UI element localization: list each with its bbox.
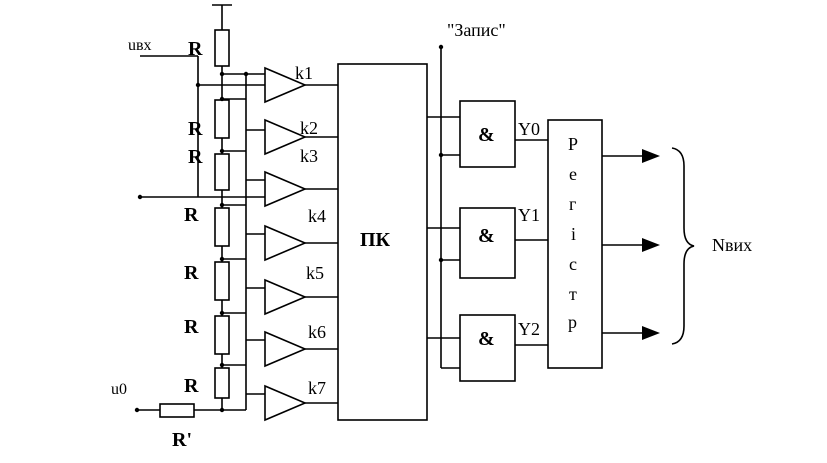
register-letter-7: р — [568, 312, 577, 332]
input-uin: uвх — [128, 37, 265, 200]
register-letter-4: і — [571, 224, 576, 244]
resistor-ladder: R R R R R R R — [184, 29, 230, 410]
arrow-1 — [642, 149, 660, 163]
comparator-label-k3: k3 — [300, 146, 318, 166]
resistor-label-6: R — [184, 316, 199, 338]
and-gate-label-1: & — [478, 124, 495, 146]
comparator-label-k5: k5 — [306, 263, 324, 283]
comparator-label-k4: k4 — [308, 206, 326, 226]
input-u0-label: u0 — [111, 381, 127, 398]
resistor-6 — [214, 315, 230, 355]
register-letter-1: Р — [568, 134, 578, 154]
comparator-k7: k7 — [246, 378, 338, 422]
y-output-label-1: Y1 — [518, 205, 540, 225]
comparator-k3: k3 — [246, 146, 338, 208]
resistor-7 — [214, 367, 230, 399]
and-gate-2: & — [459, 207, 516, 279]
input-uin-label: uвх — [128, 37, 152, 54]
register-letter-5: с — [569, 254, 577, 274]
comparator-label-k6: k6 — [308, 322, 326, 342]
encoder-outputs — [427, 116, 460, 339]
resistor-prime-label: R' — [172, 429, 192, 451]
y-outputs: Y0 Y1 Y2 — [515, 119, 548, 346]
resistor-label-5: R — [184, 262, 199, 284]
comparator-k1: k1 — [264, 63, 338, 104]
output-label: Nвих — [712, 235, 752, 255]
output-arrows — [602, 149, 660, 340]
arrow-3 — [642, 326, 660, 340]
resistor-label-3: R — [188, 146, 203, 168]
comparator-label-k1: k1 — [295, 63, 313, 83]
resistor-3 — [214, 153, 230, 191]
write-strobe: "Запис" — [438, 20, 506, 369]
comparator-label-k2: k2 — [300, 118, 318, 138]
arrow-2 — [642, 238, 660, 252]
and-gate-3: & — [459, 314, 516, 382]
write-strobe-label: "Запис" — [447, 20, 506, 40]
top-terminal — [212, 4, 232, 30]
and-gate-1: & — [459, 100, 516, 168]
resistor-label-7: R — [184, 375, 199, 397]
priority-encoder: ПК — [337, 63, 428, 421]
comparator-label-k7: k7 — [308, 378, 326, 398]
resistor-prime — [159, 403, 195, 418]
register: Р е г і с т р — [547, 119, 603, 369]
y-output-label-0: Y0 — [518, 119, 540, 139]
resistor-1 — [214, 29, 230, 67]
resistor-label-4: R — [184, 204, 199, 226]
resistor-label-1: R — [188, 38, 203, 60]
register-letter-6: т — [569, 284, 577, 304]
priority-encoder-label: ПК — [360, 229, 391, 251]
comparator-k4: k4 — [246, 206, 338, 262]
register-letter-2: е — [569, 164, 577, 184]
resistor-4 — [214, 207, 230, 247]
and-gate-label-2: & — [478, 225, 495, 247]
comparator-k2: k2 — [246, 118, 338, 156]
y-output-label-2: Y2 — [518, 319, 540, 339]
register-letter-3: г — [569, 194, 576, 214]
resistor-label-2: R — [188, 118, 203, 140]
and-gate-label-3: & — [478, 328, 495, 350]
output-brace — [671, 147, 695, 345]
resistor-5 — [214, 261, 230, 301]
resistor-2 — [214, 99, 230, 139]
comparator-k5: k5 — [246, 263, 338, 316]
comparator-k6: k6 — [246, 322, 338, 368]
input-u0: u0 R' — [111, 381, 222, 451]
